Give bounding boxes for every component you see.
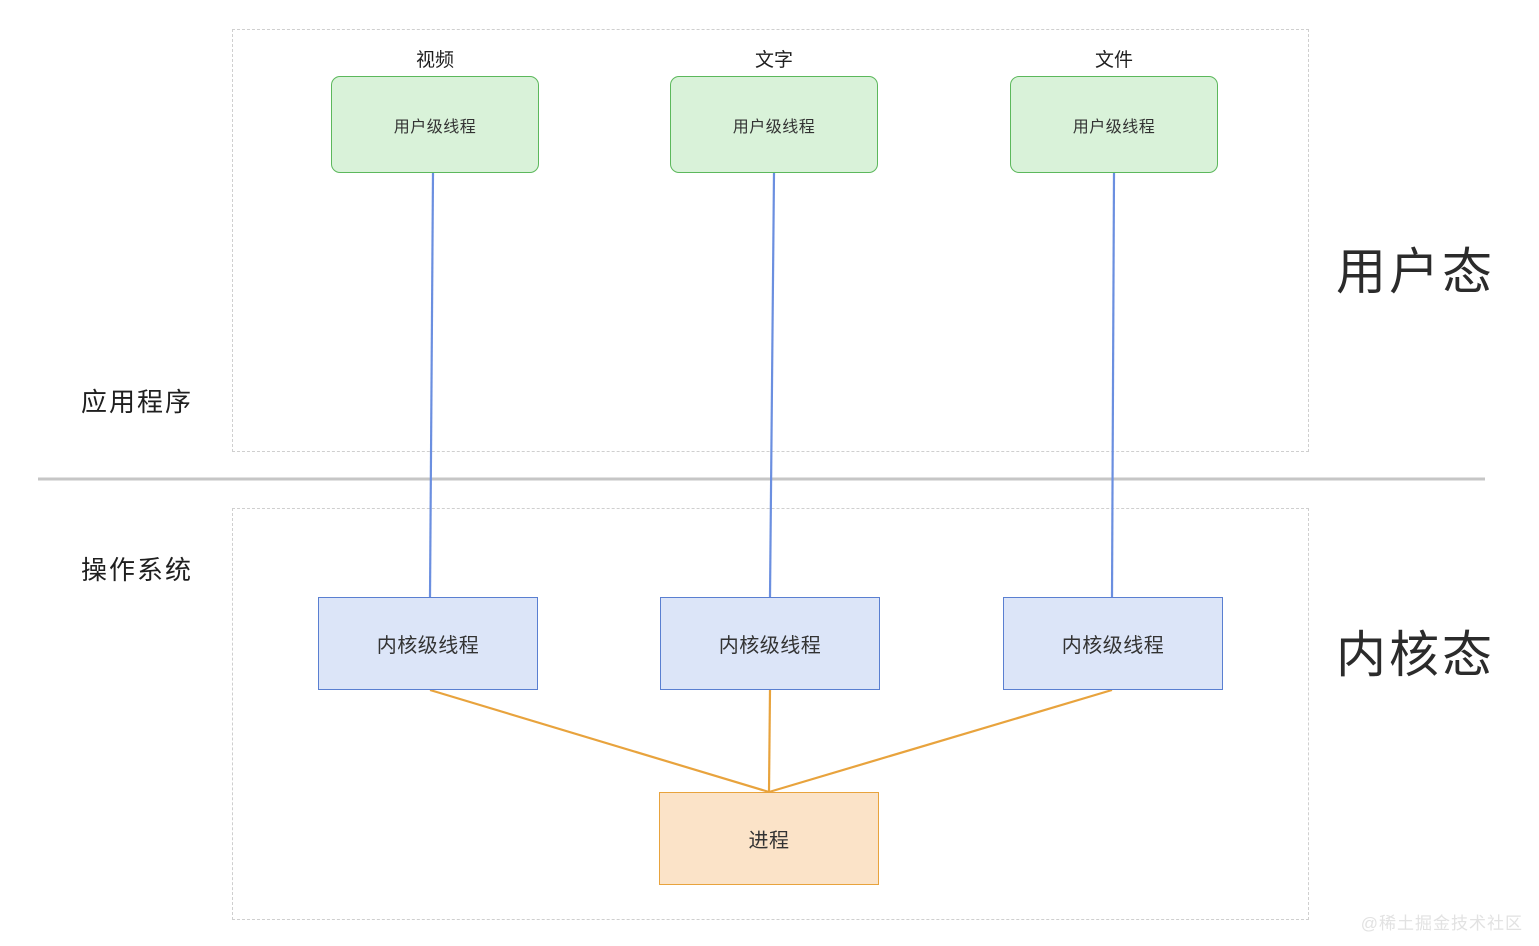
caption-text: 文字 — [754, 50, 793, 71]
kernel-thread-box-1[interactable]: 内核级线程 — [318, 597, 538, 690]
kernel-thread-box-2[interactable]: 内核级线程 — [660, 597, 880, 690]
side-label-operating-system: 操作系统 — [81, 555, 194, 585]
mode-label-user: 用户态 — [1336, 244, 1495, 300]
mode-label-kernel: 内核态 — [1336, 627, 1495, 683]
process-box[interactable]: 进程 — [659, 792, 879, 885]
user-thread-box-1[interactable]: 用户级线程 — [331, 76, 539, 173]
caption-file: 文件 — [1094, 50, 1133, 71]
kernel-thread-box-3[interactable]: 内核级线程 — [1003, 597, 1223, 690]
user-thread-box-3[interactable]: 用户级线程 — [1010, 76, 1218, 173]
caption-video: 视频 — [415, 50, 454, 71]
side-label-application: 应用程序 — [81, 387, 194, 417]
user-thread-box-2[interactable]: 用户级线程 — [670, 76, 878, 173]
watermark: @稀土掘金技术社区 — [1360, 914, 1523, 933]
